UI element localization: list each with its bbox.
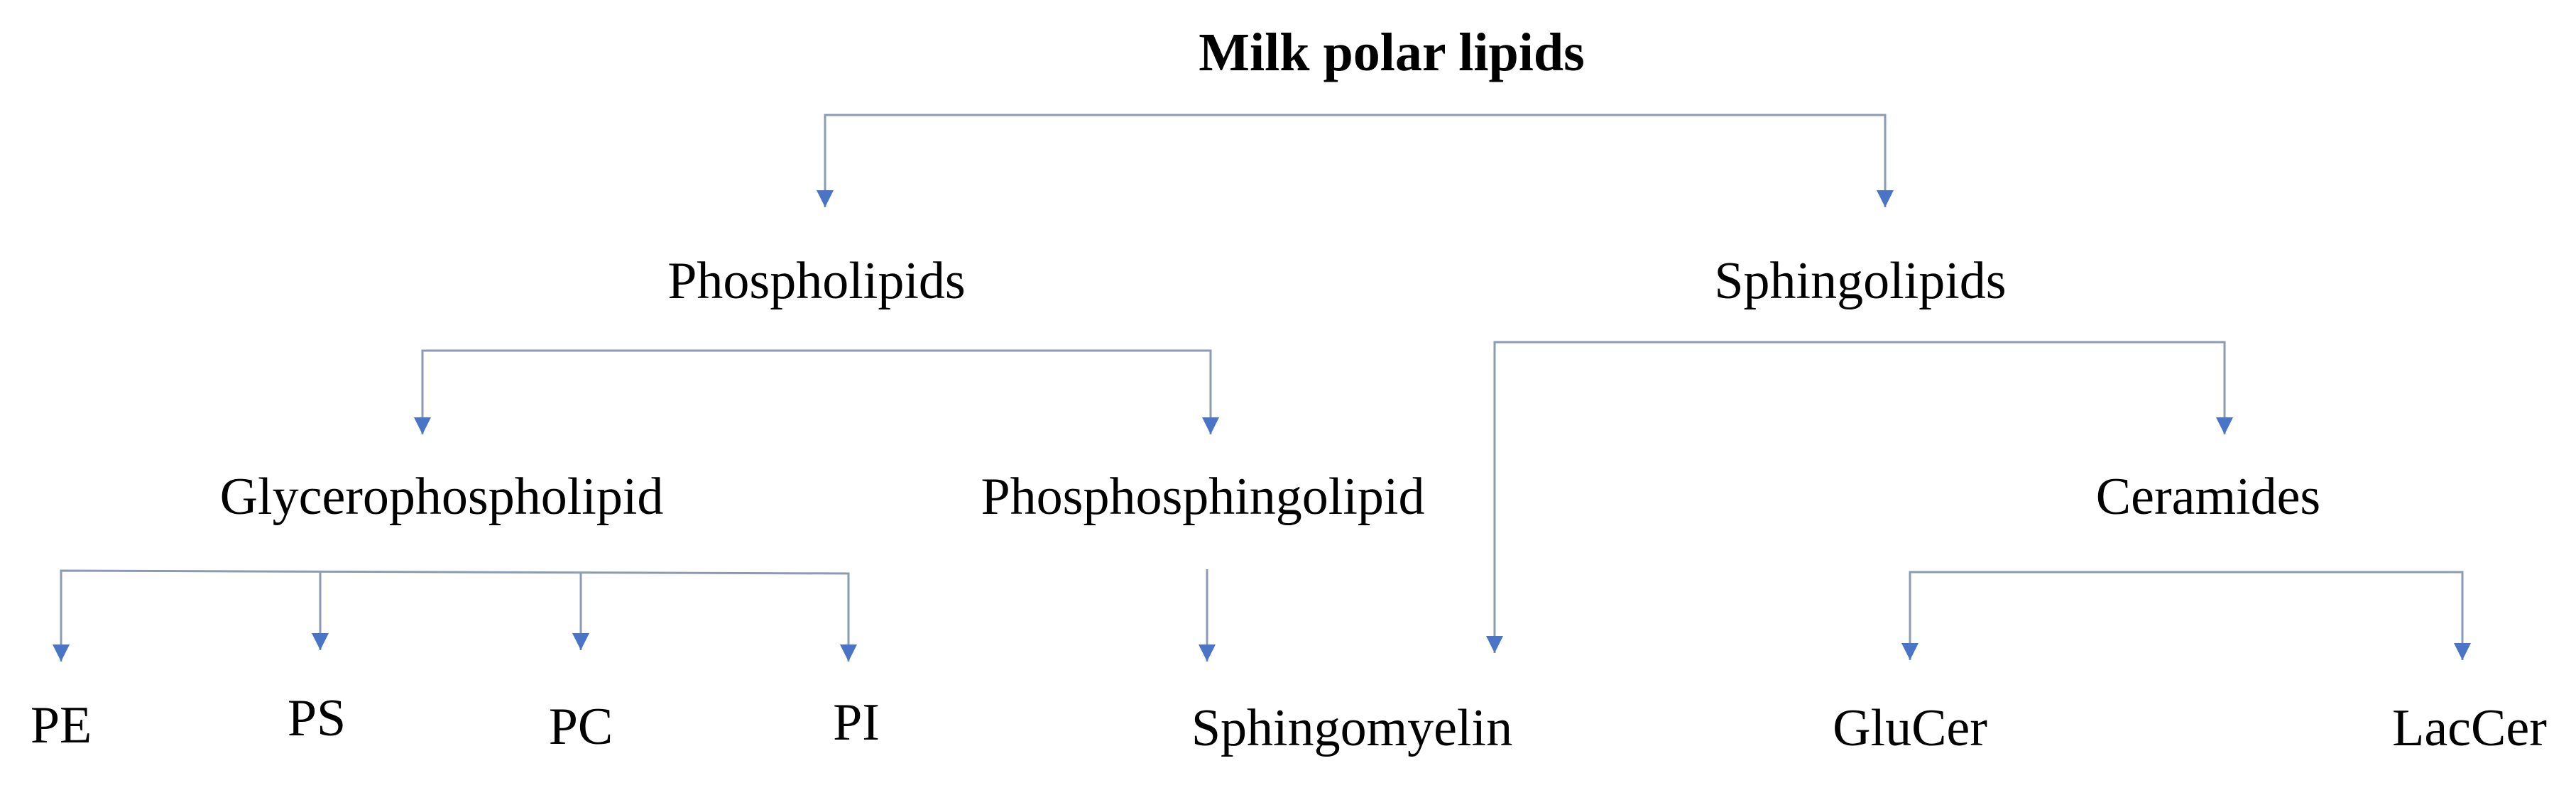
node-ps: PS <box>287 689 346 747</box>
node-pi: PI <box>833 693 880 752</box>
phospholipids-connector <box>421 349 1212 434</box>
phospholipids-connector-arrow-icon-1 <box>1202 417 1219 434</box>
node-ceramides: Ceramides <box>2095 468 2321 526</box>
glycerophospholipid-connector-arrow-icon-2 <box>572 633 589 650</box>
ceramides-connector-arrow-icon-1 <box>2454 643 2471 660</box>
node-phosphosphingolipid: Phosphosphingolipid <box>981 468 1425 526</box>
node-pe: PE <box>30 696 92 755</box>
milk-polar-lipids-connector-arrow-icon-0 <box>817 190 834 207</box>
phosphosphingolipid-connector-arrow-icon-0 <box>1199 644 1216 662</box>
glycerophospholipid-connector-arrow-icon-1 <box>312 633 329 650</box>
milk-polar-lipids-connector-arrow-icon-1 <box>1877 190 1894 207</box>
ceramides-connector <box>1909 571 2464 660</box>
glycerophospholipid-connector-arrow-icon-0 <box>53 644 70 662</box>
node-glucer: GluCer <box>1833 699 1987 757</box>
sphingolipids-connector-arrow-icon-0 <box>1486 636 1503 653</box>
glycerophospholipid-connector <box>60 569 850 662</box>
ceramides-connector-arrow-icon-0 <box>1901 643 1919 660</box>
node-glycerophospholipid: Glycerophospholipid <box>219 468 664 526</box>
node-pc: PC <box>548 698 613 756</box>
sphingolipids-connector-arrow-icon-1 <box>2216 417 2233 434</box>
phospholipids-connector-arrow-icon-0 <box>414 417 431 434</box>
node-sphingolipids: Sphingolipids <box>1714 252 2007 310</box>
node-laccer: LacCer <box>2392 699 2547 757</box>
node-milk-polar-lipids: Milk polar lipids <box>1199 23 1585 82</box>
node-sphingomyelin: Sphingomyelin <box>1191 699 1513 757</box>
node-phospholipids: Phospholipids <box>667 252 966 310</box>
glycerophospholipid-connector-arrow-icon-3 <box>840 644 857 662</box>
milk-polar-lipids-connector <box>824 114 1887 207</box>
sphingolipids-connector <box>1493 341 2226 653</box>
